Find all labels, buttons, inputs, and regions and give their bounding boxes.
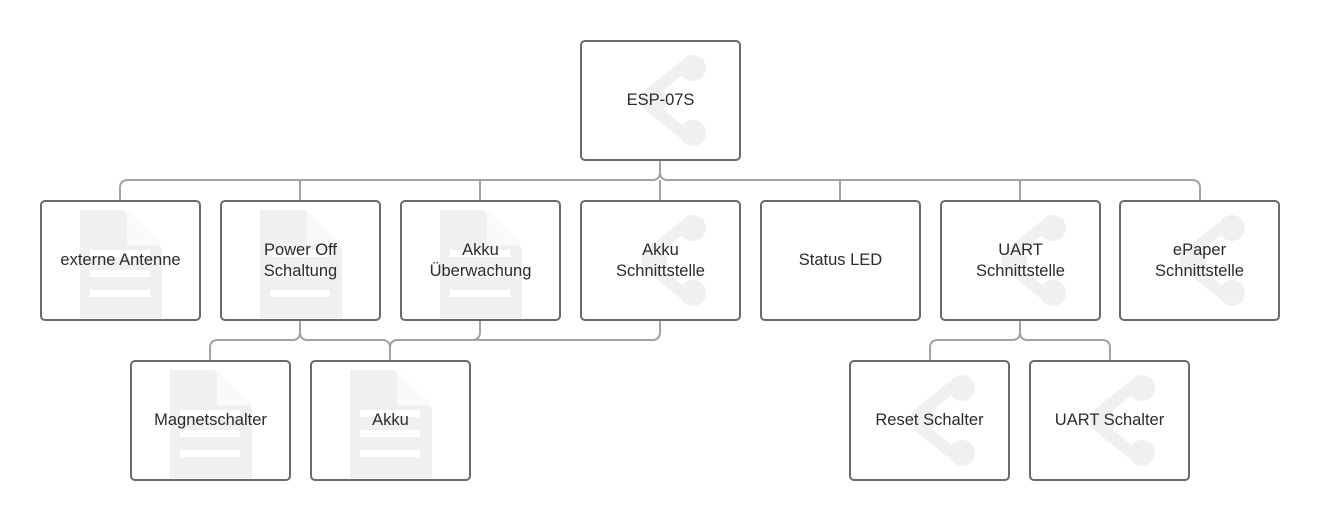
connector-uart	[929, 320, 1021, 360]
share-icon	[641, 215, 706, 306]
document-icon	[440, 210, 522, 318]
document-icon	[170, 370, 252, 478]
node-label: Akku Überwachung	[429, 240, 532, 280]
node-label: Akku Schnittstelle	[616, 240, 705, 280]
connector-akku	[389, 320, 661, 349]
node-label: externe Antenne	[60, 251, 181, 269]
node-akku[interactable]: Akku	[310, 360, 471, 481]
share-icon	[1001, 215, 1066, 306]
node-externe-antenne[interactable]: externe Antenne	[40, 200, 201, 321]
node-uart-schalter[interactable]: UART Schalter	[1029, 360, 1190, 481]
node-label: ePaper Schnittstelle	[1155, 240, 1244, 280]
connector-root	[659, 171, 1201, 200]
document-icon	[80, 210, 162, 318]
share-icon	[1180, 215, 1245, 306]
connector-akku	[299, 331, 391, 360]
share-icon	[1090, 375, 1155, 466]
node-label: Reset Schalter	[875, 411, 984, 429]
node-status-led[interactable]: Status LED	[760, 200, 921, 321]
document-icon	[350, 370, 432, 478]
node-label: Status LED	[798, 251, 883, 269]
share-icon	[910, 375, 975, 466]
connector-akku	[389, 320, 481, 349]
node-label: Akku	[372, 411, 409, 429]
node-uart-schnittstelle[interactable]: UART Schnittstelle	[940, 200, 1101, 321]
connector-power-off	[209, 320, 301, 360]
document-icon	[260, 210, 342, 318]
node-label: ESP-07S	[626, 91, 695, 109]
node-reset-schalter[interactable]: Reset Schalter	[849, 360, 1010, 481]
node-akku-ueberwachung[interactable]: Akku Überwachung	[400, 200, 561, 321]
share-icon	[641, 55, 706, 146]
node-esp-07s[interactable]: ESP-07S	[580, 40, 741, 161]
node-magnetschalter[interactable]: Magnetschalter	[130, 360, 291, 481]
node-label: Magnetschalter	[154, 411, 267, 429]
node-akku-schnittstelle[interactable]: Akku Schnittstelle	[580, 200, 741, 321]
connector-uart	[1019, 331, 1111, 360]
connector-root	[119, 160, 661, 200]
connector-root	[299, 180, 1021, 200]
node-label: UART Schalter	[1054, 411, 1165, 429]
node-label: Power Off Schaltung	[263, 240, 338, 280]
node-power-off-schaltung[interactable]: Power Off Schaltung	[220, 200, 381, 321]
node-epaper-schnittstelle[interactable]: ePaper Schnittstelle	[1119, 200, 1280, 321]
node-label: UART Schnittstelle	[976, 240, 1065, 280]
